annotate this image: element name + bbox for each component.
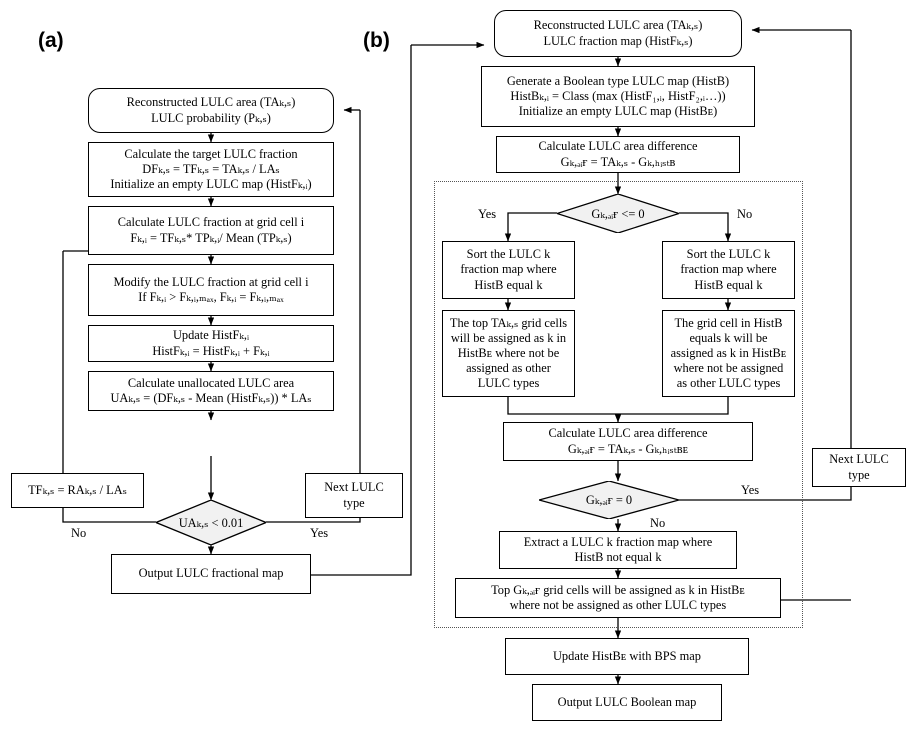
node-a-next-type-line1: Next LULC — [324, 480, 384, 495]
node-b-sort-yes-line2: fraction map where — [460, 262, 557, 277]
node-a-calc-fraction[interactable]: Calculate LULC fraction at grid cell i F… — [88, 206, 334, 255]
node-a-target-fraction-line1: Calculate the target LULC fraction — [124, 146, 298, 161]
node-b-next-type-line1: Next LULC — [829, 452, 889, 467]
panel-label-a: (a) — [38, 29, 64, 52]
node-b-start[interactable]: Reconstructed LULC area (TAₖ,ₛ) LULC fra… — [494, 10, 742, 57]
node-b-assign-no[interactable]: The grid cell in HistB equals k will be … — [662, 310, 795, 397]
node-a-calc-fraction-line2: Fₖ,ᵢ = TFₖ,ₛ* TPₖ,ᵢ/ Mean (TPₖ,ₛ) — [130, 230, 292, 245]
node-a-decision-label: UAₖ,ₛ < 0.01 — [178, 515, 244, 530]
edge-label-a-yes: Yes — [310, 526, 329, 540]
node-b-extract[interactable]: Extract a LULC k fraction map where Hist… — [499, 531, 737, 569]
node-a-unallocated-line2: UAₖ,ₛ = (DFₖ,ₛ - Mean (HistFₖ,ₛ)) * LAₛ — [110, 391, 312, 405]
node-b-start-line2: LULC fraction map (HistFₖ,ₛ) — [543, 33, 693, 48]
node-a-unallocated[interactable]: Calculate unallocated LULC area UAₖ,ₛ = … — [88, 371, 334, 411]
node-b-sort-no[interactable]: Sort the LULC k fraction map where HistB… — [662, 241, 795, 299]
node-b-area-diff-1-line2: Gₖ,ₔᵢғ = TAₖ,ₛ - Gₖ,ₕᵢₛₜʙ — [560, 154, 676, 169]
node-b-assign-yes[interactable]: The top TAₖ,ₛ grid cells will be assigne… — [442, 310, 575, 397]
edge-label-b-yes-2: Yes — [741, 483, 760, 497]
node-b-top-assign[interactable]: Top Gₖ,ₔᵢғ grid cells will be assigned a… — [455, 578, 781, 618]
node-a-update-histf-line1: Update HistFₖ,ᵢ — [172, 328, 250, 343]
node-a-output[interactable]: Output LULC fractional map — [111, 554, 311, 594]
node-b-sort-yes-line1: Sort the LULC k — [466, 247, 551, 262]
node-a-modify-fraction-line2: If Fₖ,ᵢ > Fₖ,ᵢ,ₘₐₓ, Fₖ,ᵢ = Fₖ,ᵢ,ₘₐₓ — [138, 290, 284, 304]
node-b-sort-no-line3: HistB equal k — [694, 277, 763, 292]
node-b-top-assign-line2: where not be assigned as other LULC type… — [509, 598, 727, 612]
node-a-start-line1: Reconstructed LULC area (TAₖ,ₛ) — [126, 95, 296, 110]
node-a-calc-fraction-line1: Calculate LULC fraction at grid cell i — [117, 215, 305, 230]
node-b-start-line1: Reconstructed LULC area (TAₖ,ₛ) — [533, 18, 703, 33]
node-b-sort-no-line1: Sort the LULC k — [686, 247, 771, 262]
node-a-start-line2: LULC probability (Pₖ,ₛ) — [151, 110, 271, 125]
node-b-update-bps-line1: Update HistBᴇ with BPS map — [552, 648, 701, 663]
panel-label-b: (b) — [363, 29, 390, 52]
node-b-assign-yes-line1: The top TAₖ,ₛ grid cells — [449, 315, 568, 330]
node-a-next-type[interactable]: Next LULC type — [305, 473, 403, 518]
node-b-assign-yes-line4: assigned as other — [466, 361, 551, 376]
edge-label-b-no-1: No — [737, 207, 753, 221]
node-b-assign-no-line1: The grid cell in HistB — [674, 315, 783, 330]
node-b-update-bps[interactable]: Update HistBᴇ with BPS map — [505, 638, 749, 675]
node-b-assign-yes-line2: will be assigned as k in — [450, 330, 567, 345]
node-b-decision-2[interactable]: Gₖ,ₔᵢғ = 0 — [539, 481, 679, 519]
node-a-target-fraction-line2: DFₖ,ₛ = TFₖ,ₛ = TAₖ,ₛ / LAₛ — [142, 161, 280, 176]
node-b-assign-yes-line3: HistBᴇ where not be — [457, 345, 560, 360]
node-b-next-type[interactable]: Next LULC type — [812, 448, 906, 487]
edge-label-a-no: No — [71, 526, 87, 540]
node-b-next-type-line2: type — [848, 467, 870, 482]
node-b-area-diff-1-line1: Calculate LULC area difference — [538, 139, 698, 154]
node-b-decision-1-label: Gₖ,ₔᵢғ <= 0 — [591, 206, 645, 221]
node-b-assign-yes-line5: LULC types — [477, 376, 540, 391]
edge-label-b-yes-1: Yes — [478, 207, 497, 221]
node-b-area-diff-2-line1: Calculate LULC area difference — [548, 426, 708, 441]
node-b-assign-no-line2: equals k will be — [689, 330, 768, 345]
node-a-modify-fraction-line1: Modify the LULC fraction at grid cell i — [113, 274, 309, 289]
node-b-sort-no-line2: fraction map where — [680, 262, 777, 277]
node-b-generate-boolean-line2: HistBₖ,ᵢ = Class (max (HistF₁,ᵢ, HistF₂,… — [510, 88, 726, 103]
node-b-sort-yes[interactable]: Sort the LULC k fraction map where HistB… — [442, 241, 575, 299]
node-a-tf-update[interactable]: TFₖ,ₛ = RAₖ,ₛ / LAₛ — [11, 473, 144, 508]
node-a-next-type-line2: type — [343, 495, 365, 510]
node-a-modify-fraction[interactable]: Modify the LULC fraction at grid cell i … — [88, 264, 334, 316]
node-b-area-diff-2[interactable]: Calculate LULC area difference Gₖ,ₔᵢғ = … — [503, 422, 753, 461]
node-a-target-fraction-line3: Initialize an empty LULC map (HistFₖ,ᵢ) — [110, 177, 312, 192]
node-b-assign-no-line4: where not be assigned — [673, 361, 784, 376]
node-b-output[interactable]: Output LULC Boolean map — [532, 684, 722, 721]
node-a-tf-update-line1: TFₖ,ₛ = RAₖ,ₛ / LAₛ — [28, 482, 127, 497]
node-b-generate-boolean-line3: Initialize an empty LULC map (HistBᴇ) — [518, 104, 718, 119]
node-b-generate-boolean-line1: Generate a Boolean type LULC map (HistB) — [506, 73, 730, 88]
node-b-area-diff-2-line2: Gₖ,ₔᵢғ = TAₖ,ₛ - Gₖ,ₕᵢₛₜʙᴇ — [567, 441, 689, 456]
node-b-extract-line2: HistB not equal k — [574, 550, 662, 564]
node-b-sort-yes-line3: HistB equal k — [474, 277, 543, 292]
node-a-output-line1: Output LULC fractional map — [138, 566, 284, 581]
node-a-target-fraction[interactable]: Calculate the target LULC fraction DFₖ,ₛ… — [88, 142, 334, 197]
node-a-start[interactable]: Reconstructed LULC area (TAₖ,ₛ) LULC pro… — [88, 88, 334, 133]
node-b-output-line1: Output LULC Boolean map — [557, 694, 697, 709]
node-b-area-diff-1[interactable]: Calculate LULC area difference Gₖ,ₔᵢғ = … — [496, 136, 740, 173]
node-b-generate-boolean[interactable]: Generate a Boolean type LULC map (HistB)… — [481, 66, 755, 127]
node-a-decision[interactable]: UAₖ,ₛ < 0.01 — [156, 500, 266, 545]
edge-label-b-no-2: No — [650, 516, 666, 530]
node-b-assign-no-line5: as other LULC types — [676, 376, 781, 391]
node-a-unallocated-line1: Calculate unallocated LULC area — [127, 375, 295, 390]
node-b-decision-1[interactable]: Gₖ,ₔᵢғ <= 0 — [557, 194, 679, 233]
node-b-extract-line1: Extract a LULC k fraction map where — [523, 534, 713, 549]
panel-b-iteration-group — [434, 181, 803, 628]
node-a-update-histf[interactable]: Update HistFₖ,ᵢ HistFₖ,ᵢ = HistFₖ,ᵢ + Fₖ… — [88, 325, 334, 362]
node-a-update-histf-line2: HistFₖ,ᵢ = HistFₖ,ᵢ + Fₖ,ᵢ — [152, 343, 270, 358]
node-b-top-assign-line1: Top Gₖ,ₔᵢғ grid cells will be assigned a… — [491, 582, 745, 597]
node-b-decision-2-label: Gₖ,ₔᵢғ = 0 — [585, 493, 633, 507]
node-b-assign-no-line3: assigned as k in HistBᴇ — [670, 345, 787, 360]
